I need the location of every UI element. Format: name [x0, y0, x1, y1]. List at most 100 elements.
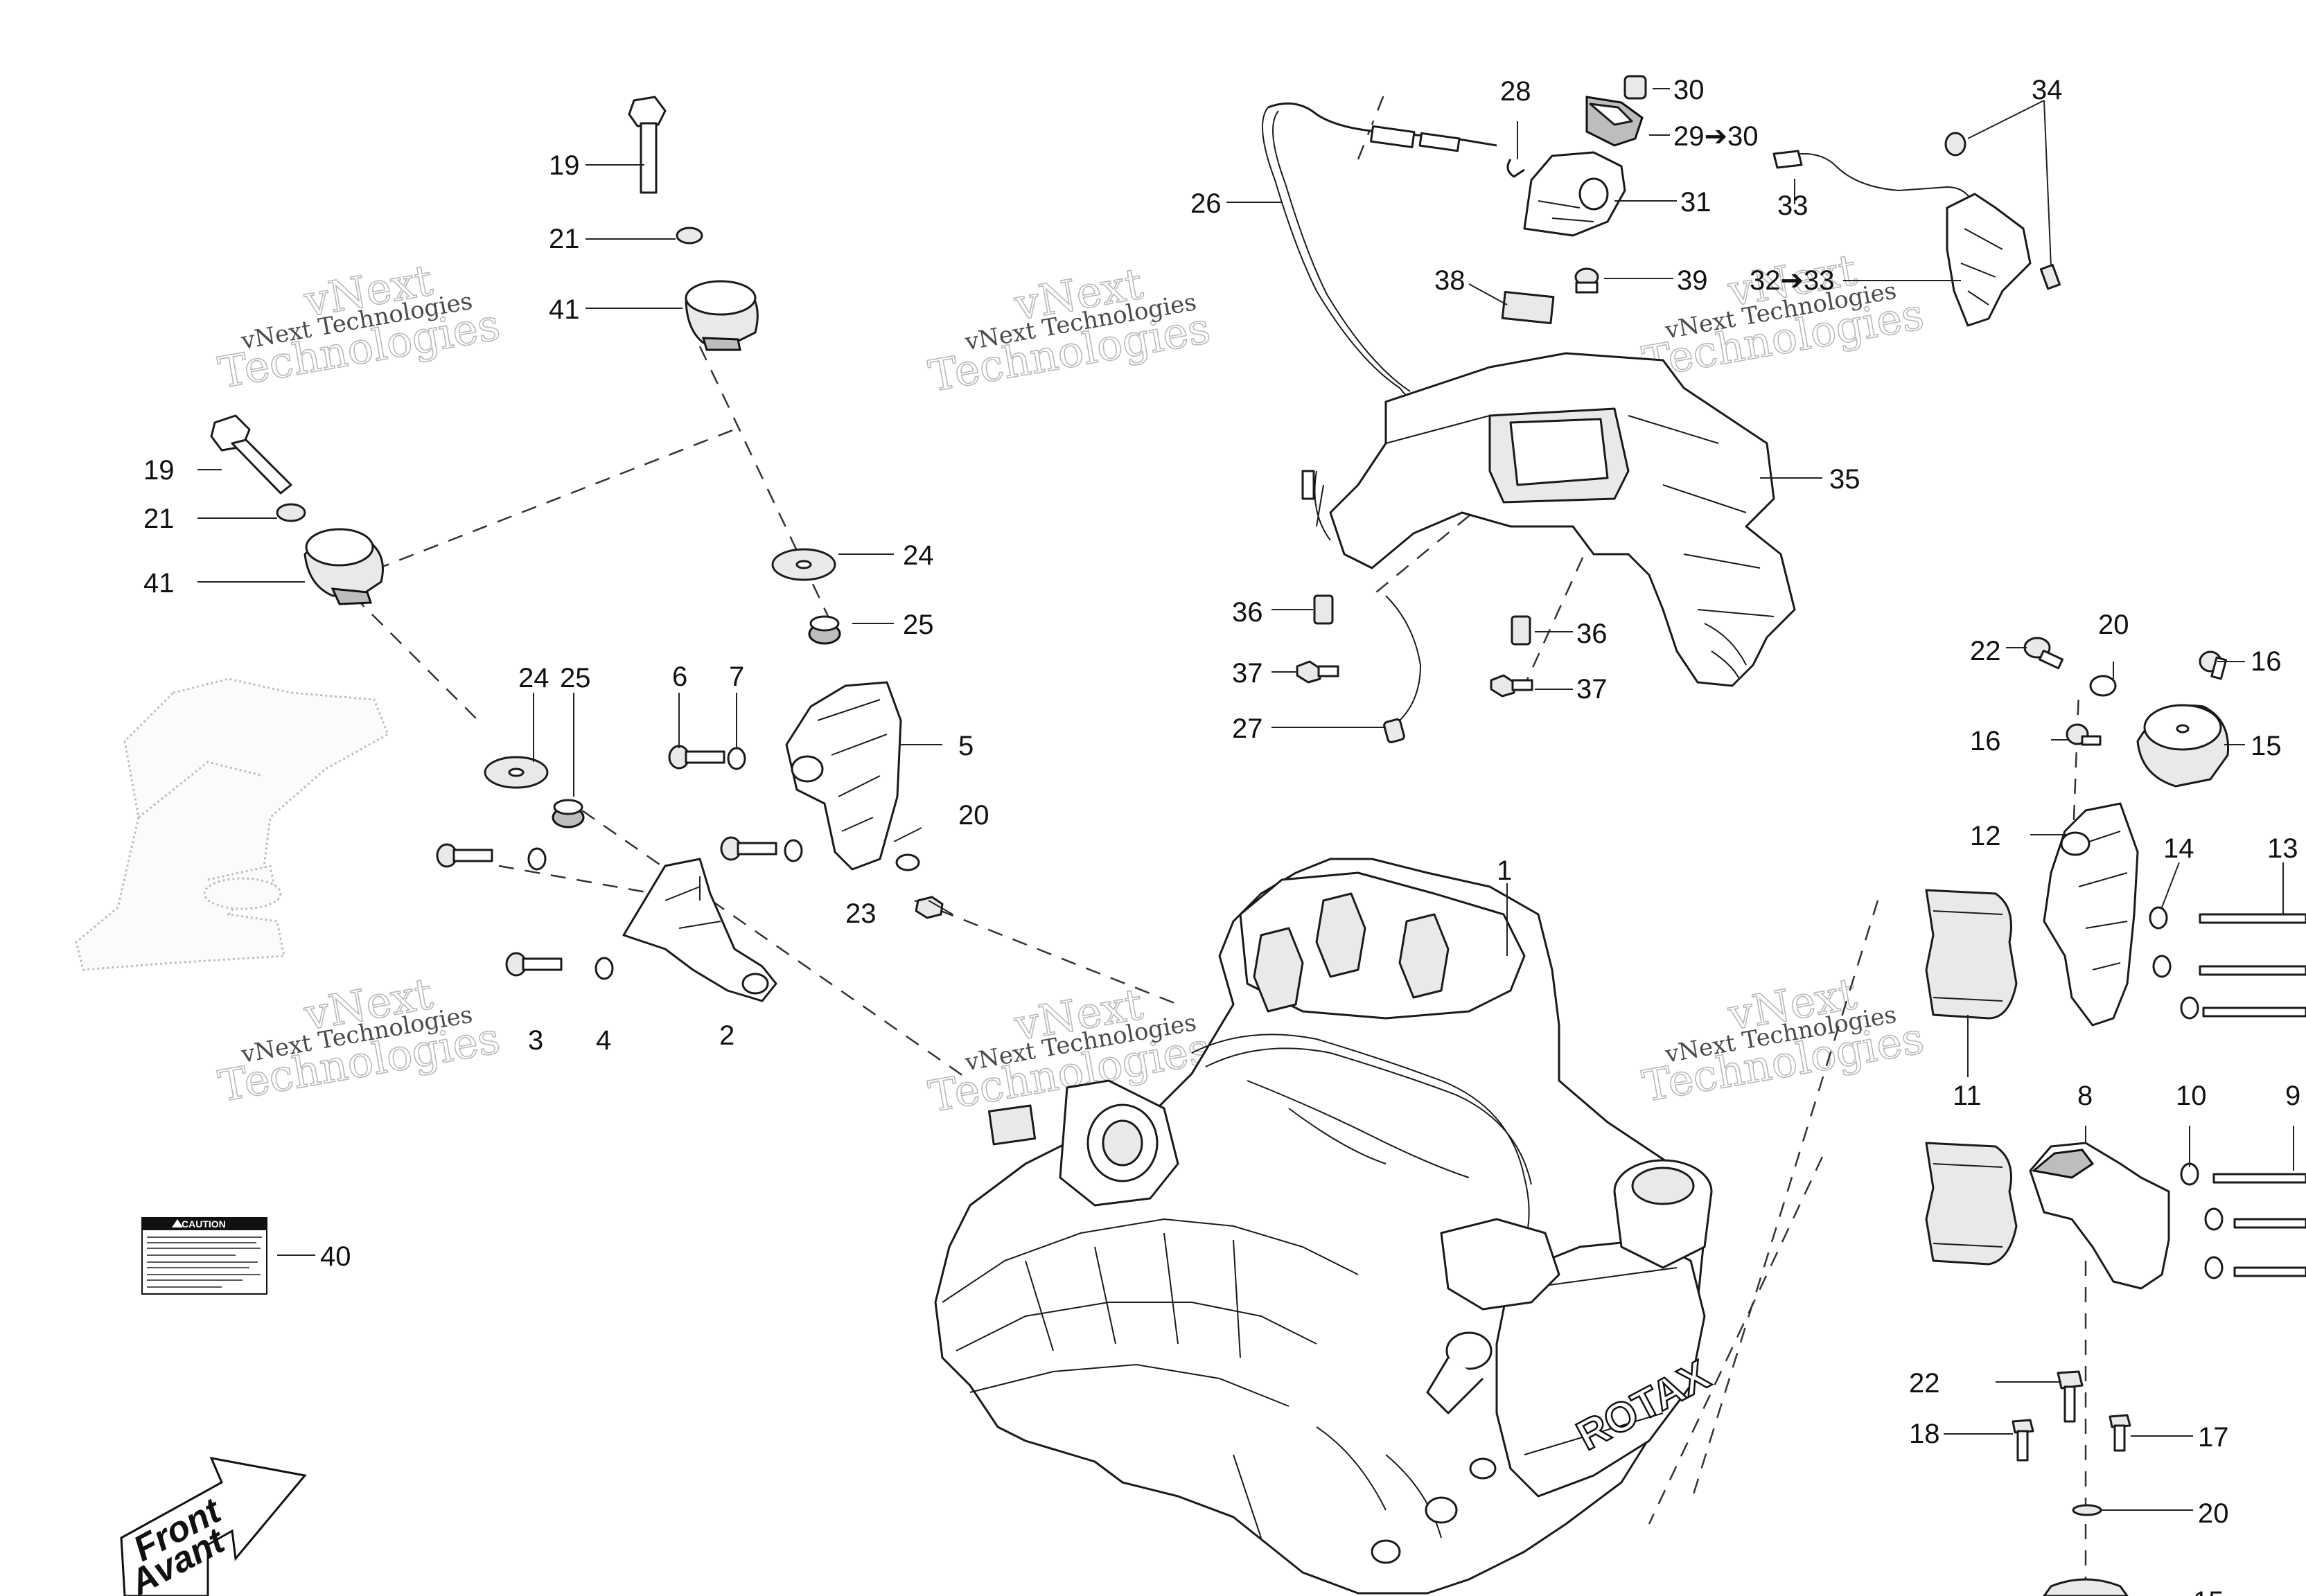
callout-20a: 20 — [2098, 610, 2129, 640]
callout-24a: 24 — [903, 540, 934, 571]
bolt-19-left — [210, 414, 292, 495]
sensor-31 — [1523, 151, 1626, 237]
washer-21-left — [276, 503, 306, 522]
callout-18: 18 — [1909, 1419, 1940, 1449]
mount-stack-upper — [628, 96, 759, 351]
washer-7-upper — [727, 747, 746, 770]
frame-reference-ghost — [75, 677, 389, 971]
callout-15b: 15 — [2193, 1586, 2224, 1596]
callout-16b: 16 — [1970, 726, 2001, 756]
callout-9: 9 — [2285, 1081, 2300, 1111]
mount-stack-right — [1925, 637, 2306, 1596]
callout-14: 14 — [2163, 833, 2194, 864]
washers-24-25 — [484, 548, 841, 828]
long-bolts-13 — [2199, 913, 2306, 1018]
sensor-27 — [1383, 595, 1422, 743]
spacer-11-upper — [1925, 889, 2018, 1020]
washers-14 — [2149, 906, 2199, 1020]
callout-8: 8 — [2077, 1081, 2093, 1111]
connector-29 — [1585, 96, 1644, 147]
mount-15-bottom — [2043, 1578, 2129, 1596]
callout-30: 30 — [1673, 75, 1705, 105]
callout-3: 3 — [528, 1025, 543, 1056]
callout-1: 1 — [1497, 855, 1512, 886]
callout-labels: 1 2 3 4 5 6 7 8 9 10 11 12 13 14 15 15 1… — [143, 75, 2300, 1596]
long-bolts-9 — [2212, 1173, 2306, 1277]
nut-37-right — [1490, 674, 1533, 698]
callout-29: 29➔30 — [1673, 121, 1759, 152]
clip-36-left — [1313, 594, 1334, 625]
screw-34-lower — [2039, 263, 2061, 290]
callout-5: 5 — [958, 731, 974, 761]
washer-20-right — [2089, 675, 2117, 697]
sensor-harness-group — [1772, 132, 2061, 327]
callout-35: 35 — [1829, 464, 1860, 495]
coil-packs — [1253, 892, 1450, 1013]
callout-27: 27 — [1232, 713, 1263, 744]
callout-31: 31 — [1680, 187, 1711, 218]
callout-38: 38 — [1434, 265, 1466, 296]
bolts-and-washers — [436, 745, 944, 980]
rubber-mount-41-left — [303, 528, 384, 605]
callout-22b: 22 — [1909, 1368, 1940, 1399]
callout-41b: 41 — [143, 568, 175, 598]
watermark-2: vNext Technologies vNext Technologies — [924, 258, 1214, 402]
cap-30 — [1623, 75, 1647, 100]
callout-22a: 22 — [1970, 636, 2001, 666]
bolt-18 — [2012, 1419, 2034, 1462]
washer-21-upper — [676, 227, 703, 245]
watermark-1: vNext Technologies vNext Technologies — [214, 254, 504, 399]
bracket-2 — [622, 858, 777, 1002]
callout-39: 39 — [1677, 265, 1708, 296]
rubber-mount-41-upper — [685, 280, 759, 351]
callout-20b: 20 — [958, 800, 989, 831]
parts-38-39 — [1501, 267, 1599, 325]
mount-stack-left — [210, 414, 384, 605]
front-direction-arrow: Front Avant — [120, 1457, 307, 1596]
bolt-17 — [2109, 1414, 2131, 1452]
watermark-3: vNext Technologies vNext Technologies — [1638, 244, 1928, 389]
spacer-11-lower — [1925, 1142, 2018, 1266]
callout-11: 11 — [1953, 1081, 1982, 1111]
clips-and-nuts — [1296, 594, 1533, 743]
callout-21b: 21 — [143, 504, 175, 534]
callout-12: 12 — [1970, 821, 2001, 851]
callout-2: 2 — [719, 1020, 734, 1051]
callout-40: 40 — [320, 1241, 351, 1272]
throttle-sensor-group — [1506, 75, 1647, 237]
washer-4-upper — [527, 847, 547, 871]
callout-24b: 24 — [518, 663, 549, 693]
callout-15a: 15 — [2251, 731, 2282, 761]
callout-26: 26 — [1190, 188, 1222, 219]
leader-lines — [197, 88, 2294, 1511]
callout-36a: 36 — [1232, 597, 1263, 628]
washer-20-mid — [895, 853, 920, 871]
bracket-5 — [785, 681, 902, 871]
callout-34: 34 — [2032, 75, 2063, 105]
callout-16a: 16 — [2251, 646, 2282, 677]
callout-4: 4 — [596, 1025, 611, 1056]
callout-19b: 19 — [143, 455, 175, 486]
caution-label-40: CAUTION — [141, 1217, 267, 1295]
screw-39 — [1574, 267, 1599, 294]
watermark-6: vNext Technologies vNext Technologies — [1638, 968, 1928, 1112]
sensor-32 — [1946, 193, 2032, 327]
plate-38 — [1501, 290, 1555, 325]
callout-37b: 37 — [1576, 674, 1608, 704]
washer-7-lower — [784, 839, 803, 862]
cap-34-upper — [1944, 132, 1966, 157]
spacer-25-upper — [808, 615, 841, 645]
cvt-cover: ROTAX — [1495, 1239, 1718, 1498]
callout-25b: 25 — [560, 663, 591, 693]
bolt-22-upper — [2023, 637, 2064, 670]
callout-19a: 19 — [549, 150, 580, 181]
callout-6: 6 — [672, 662, 687, 692]
throttle-body — [988, 1079, 1179, 1207]
callout-36b: 36 — [1576, 619, 1608, 649]
bolt-3-lower — [505, 952, 563, 977]
bolt-22-lower — [2057, 1370, 2084, 1423]
spacer-25-lower — [552, 799, 585, 828]
callout-25a: 25 — [903, 610, 934, 640]
rubber-mount-15 — [2136, 704, 2230, 788]
clip-28 — [1506, 159, 1525, 178]
